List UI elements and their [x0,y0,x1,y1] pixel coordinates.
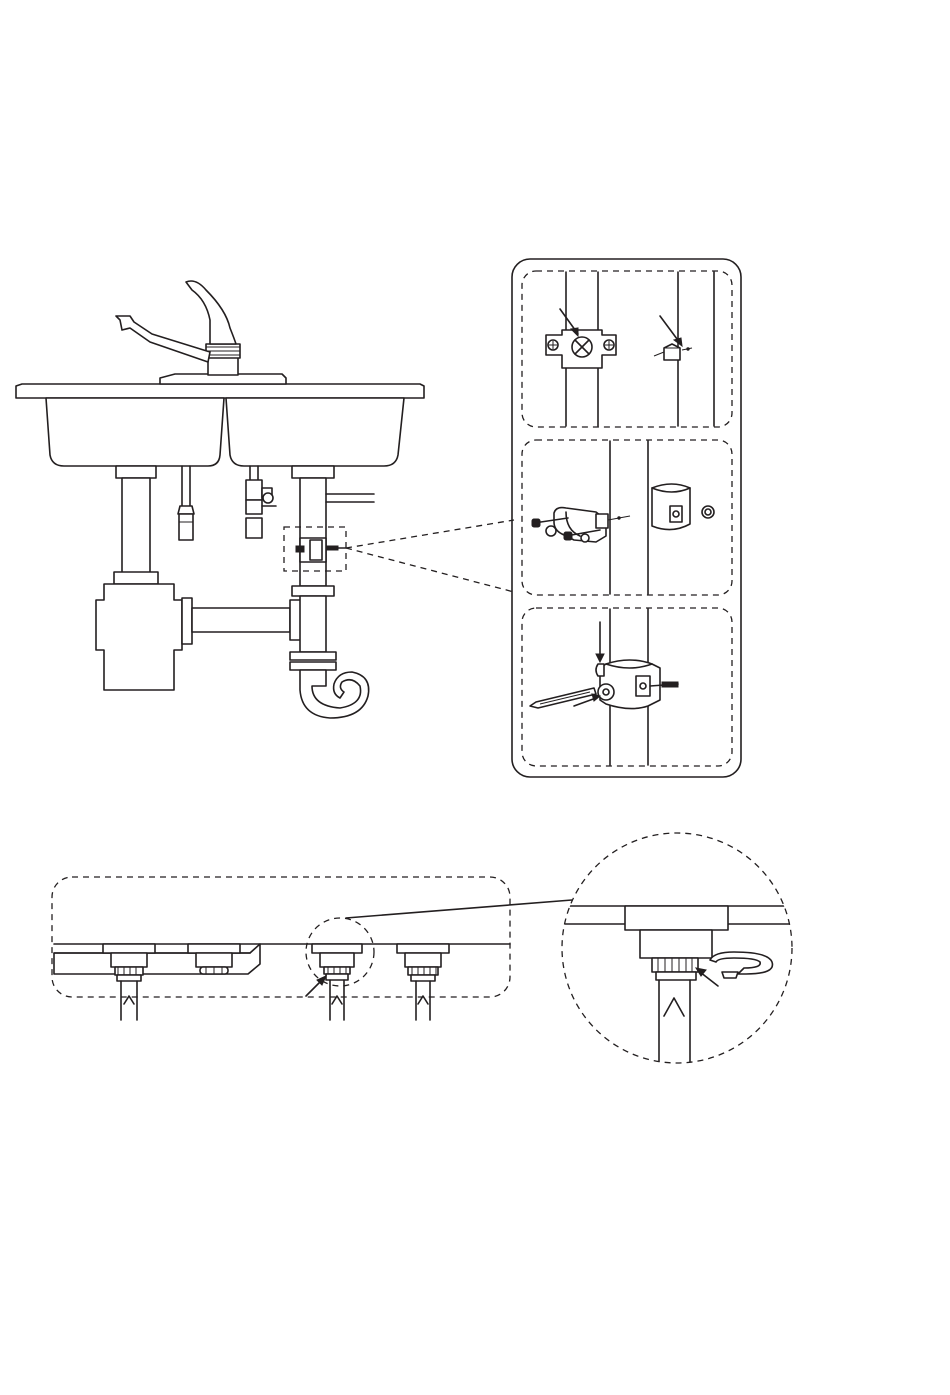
fitting-strip [52,877,572,1020]
fitting-1 [103,944,155,1020]
clamp-step-3 [522,608,732,766]
cold-water-supply-line [326,494,374,502]
fitting-magnifier [560,833,800,1070]
clamp-step-panel [512,259,741,777]
countertop [16,384,424,398]
faucet-icon [116,281,286,384]
shutoff-valve-right-icon [246,466,276,538]
drain-tailpiece-left [116,466,156,574]
fitting-4 [397,944,449,1020]
sink-basin-right [226,398,404,466]
clamp-step-1 [522,271,732,427]
disposal-unit [96,572,302,690]
clamp-step-2 [522,440,732,595]
under-sink-overview [16,281,514,718]
sink-basin-left [46,398,224,466]
drain-pipe-right [290,466,369,718]
shutoff-valve-left-icon [178,466,194,540]
